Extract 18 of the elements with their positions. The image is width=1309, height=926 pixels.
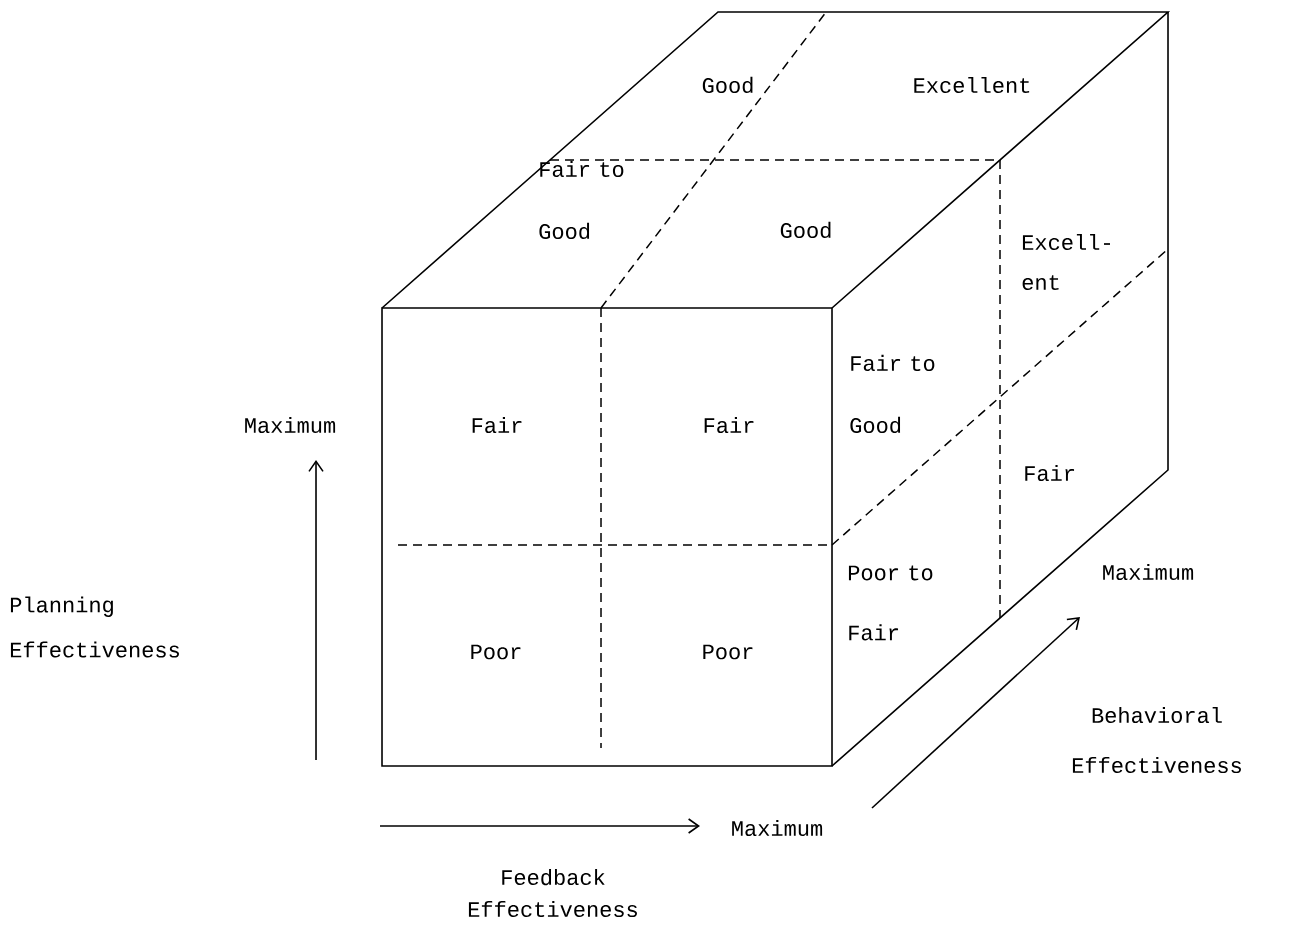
cell-label: Poor to Fair (848, 565, 933, 641)
axis-label: Planning Effectiveness (10, 596, 179, 658)
cell-label: Fair (472, 416, 522, 434)
cell-label: Poor (703, 644, 753, 660)
cell-label: Excell- ent (1022, 233, 1110, 291)
cell-label: Fair to Good (850, 354, 935, 434)
axis-label: Maximum (245, 416, 336, 434)
cell-label: Poor (471, 644, 521, 660)
cell-label: Good (780, 221, 831, 239)
axis-label: Feedback Effectiveness (468, 868, 637, 918)
axis-label: Behavioral Effectiveness (1072, 706, 1241, 774)
cell-label: Fair (704, 416, 754, 434)
axis-label: Maximum (732, 819, 823, 837)
axis-label: Maximum (1103, 563, 1194, 581)
cell-label: Fair to Good (539, 160, 624, 240)
cell-label: Excellent (914, 76, 1030, 94)
cell-label: Fair (1025, 464, 1075, 482)
cell-label: Good (702, 76, 753, 94)
